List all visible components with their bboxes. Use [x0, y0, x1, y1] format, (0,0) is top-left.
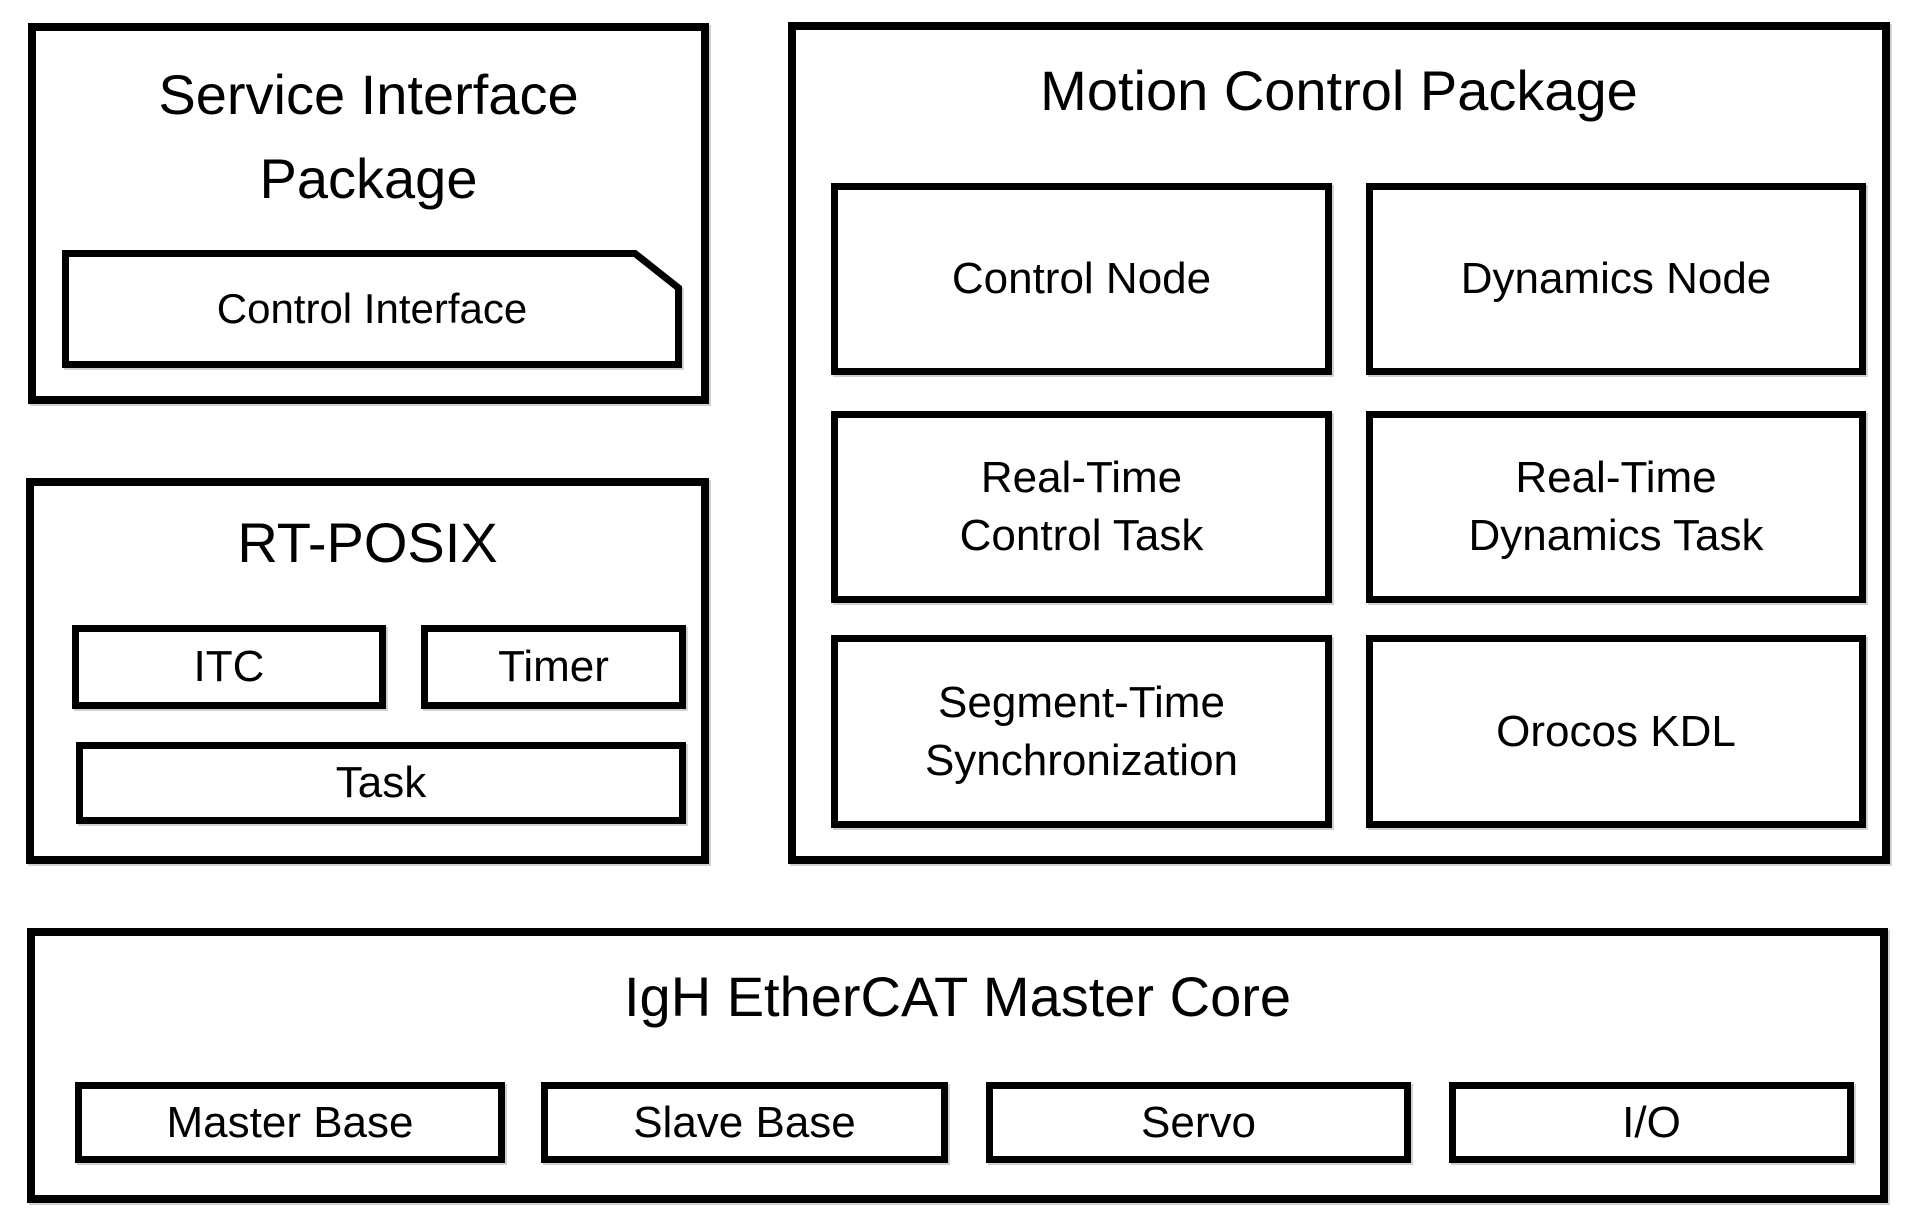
ethercat-master-core-box: IgH EtherCAT Master Core Master Base Sla… [27, 928, 1888, 1203]
cell-real-time-control-task: Real-Time Control Task [831, 411, 1332, 603]
control-interface-note: Control Interface [62, 250, 682, 368]
timer-label: Timer [498, 642, 609, 691]
cell-label: Segment-Time Synchronization [925, 674, 1238, 790]
io-box: I/O [1449, 1082, 1854, 1163]
master-base-label: Master Base [166, 1097, 414, 1147]
title-line: RT-POSIX [237, 511, 498, 574]
cell-line: Control Node [951, 254, 1212, 303]
slave-base-box: Slave Base [541, 1082, 948, 1163]
servo-box: Servo [986, 1082, 1411, 1163]
slave-base-label: Slave Base [633, 1097, 856, 1147]
cell-line: Control Task [959, 511, 1204, 560]
io-label: I/O [1622, 1097, 1681, 1147]
title-line: Motion Control Package [1040, 59, 1638, 122]
title-line: Service Interface [158, 63, 579, 126]
motion-control-package-title: Motion Control Package [796, 52, 1882, 130]
ethercat-master-core-title: IgH EtherCAT Master Core [35, 958, 1880, 1036]
control-interface-label: Control Interface [216, 285, 528, 332]
service-interface-package-title: Service Interface Package [36, 53, 701, 221]
cell-line: Synchronization [924, 735, 1239, 785]
task-box: Task [76, 742, 686, 824]
servo-label: Servo [1141, 1097, 1256, 1147]
cell-control-node: Control Node [831, 183, 1332, 375]
cell-dynamics-node: Dynamics Node [1366, 183, 1866, 375]
cell-line: Real-Time [1515, 453, 1717, 502]
service-interface-package-box: Service Interface Package [28, 23, 709, 404]
motion-control-package-box: Motion Control Package Control Node Dyna… [788, 22, 1890, 864]
cell-line: Segment-Time [938, 677, 1225, 727]
cell-label: Real-Time Control Task [960, 449, 1204, 565]
itc-label: ITC [193, 642, 265, 691]
master-base-box: Master Base [75, 1082, 505, 1163]
timer-box: Timer [421, 625, 686, 709]
cell-segment-time-synchronization: Segment-Time Synchronization [831, 635, 1332, 828]
cell-line: Real-Time [980, 453, 1183, 502]
cell-label: Orocos KDL [1496, 703, 1736, 761]
rt-posix-box: RT-POSIX ITC Timer Task [26, 478, 709, 864]
note-shape [62, 250, 682, 368]
cell-line: Dynamics Node [1460, 254, 1772, 303]
cell-orocos-kdl: Orocos KDL [1366, 635, 1866, 828]
title-line: Package [259, 147, 478, 210]
cell-line: Dynamics Task [1468, 511, 1764, 560]
rt-posix-title: RT-POSIX [34, 504, 701, 582]
task-label: Task [335, 758, 427, 807]
itc-box: ITC [72, 625, 386, 709]
cell-label: Real-Time Dynamics Task [1468, 449, 1763, 565]
cell-real-time-dynamics-task: Real-Time Dynamics Task [1366, 411, 1866, 603]
cell-line: Orocos KDL [1496, 706, 1736, 756]
cell-label: Dynamics Node [1461, 250, 1772, 308]
title-line: IgH EtherCAT Master Core [623, 965, 1292, 1028]
cell-label: Control Node [952, 250, 1211, 308]
